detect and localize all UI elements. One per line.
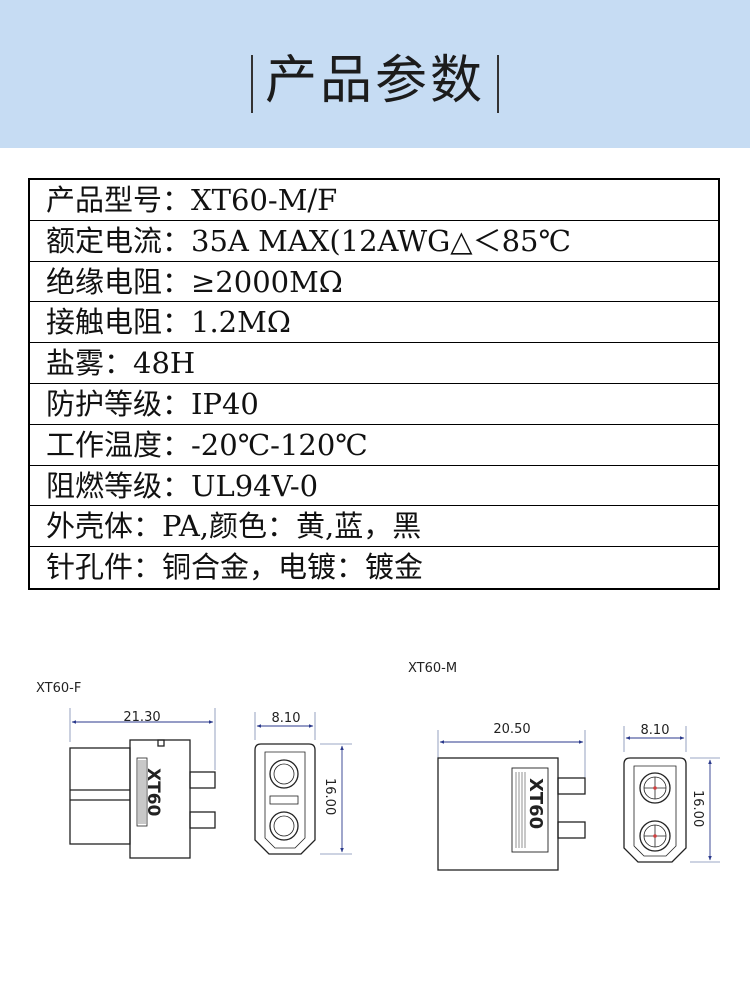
xt60-m-height: 16.00 bbox=[690, 790, 705, 827]
xt60-m-side-view bbox=[437, 730, 586, 871]
xt60-m-pin-center-bottom bbox=[653, 834, 657, 838]
param-row-insulation: 绝缘电阻：≥2000MΩ bbox=[30, 262, 718, 303]
page-title-text: 产品参数 bbox=[264, 51, 485, 111]
title-right-bar bbox=[497, 55, 499, 113]
xt60-f-label: XT60-F bbox=[36, 681, 81, 696]
xt60-m-drawing: XT60-M XT60 20.50 bbox=[408, 661, 720, 871]
param-row-flame: 阻燃等级：UL94V-0 bbox=[30, 466, 718, 507]
xt60-f-width: 8.10 bbox=[272, 711, 301, 726]
xt60-f-height: 16.00 bbox=[322, 778, 337, 815]
xt60-f-body-mark: XT60 bbox=[143, 768, 163, 817]
param-row-current: 额定电流：35A MAX(12AWG△＜85℃ bbox=[30, 221, 718, 262]
xt60-f-side-view bbox=[69, 708, 216, 859]
param-row-contact-resistance: 接触电阻：1.2MΩ bbox=[30, 302, 718, 344]
param-row-temperature: 工作温度：-20℃-120℃ bbox=[30, 425, 718, 466]
xt60-m-width: 8.10 bbox=[641, 723, 670, 738]
xt60-f-length: 21.30 bbox=[123, 710, 160, 725]
param-row-protection: 防护等级：IP40 bbox=[30, 384, 718, 425]
param-row-pins: 针孔件：铜合金，电镀：镀金 bbox=[46, 550, 424, 585]
xt60-m-label: XT60-M bbox=[408, 661, 457, 676]
xt60-f-end-view bbox=[254, 712, 352, 855]
param-row-housing: 外壳体：PA,颜色：黄,蓝，黑 bbox=[30, 506, 718, 548]
param-row-salt-spray: 盐雾：48H bbox=[30, 343, 718, 384]
xt60-m-body-mark: XT60 bbox=[525, 778, 546, 829]
xt60-m-length: 20.50 bbox=[493, 722, 530, 737]
page-title: 产品参数 bbox=[0, 38, 750, 113]
header-banner: 产品参数 bbox=[0, 0, 750, 148]
title-left-bar bbox=[250, 55, 253, 113]
param-row-model: 产品型号：XT60-M/F bbox=[30, 180, 718, 221]
xt60-m-pin-center-top bbox=[653, 786, 657, 790]
parameter-table: 产品型号：XT60-M/F 额定电流：35A MAX(12AWG△＜85℃ 绝缘… bbox=[28, 178, 720, 590]
xt60-f-drawing: XT60-F XT60 21.30 bbox=[36, 681, 352, 859]
dimension-drawings: XT60-F XT60 21.30 bbox=[36, 661, 720, 871]
